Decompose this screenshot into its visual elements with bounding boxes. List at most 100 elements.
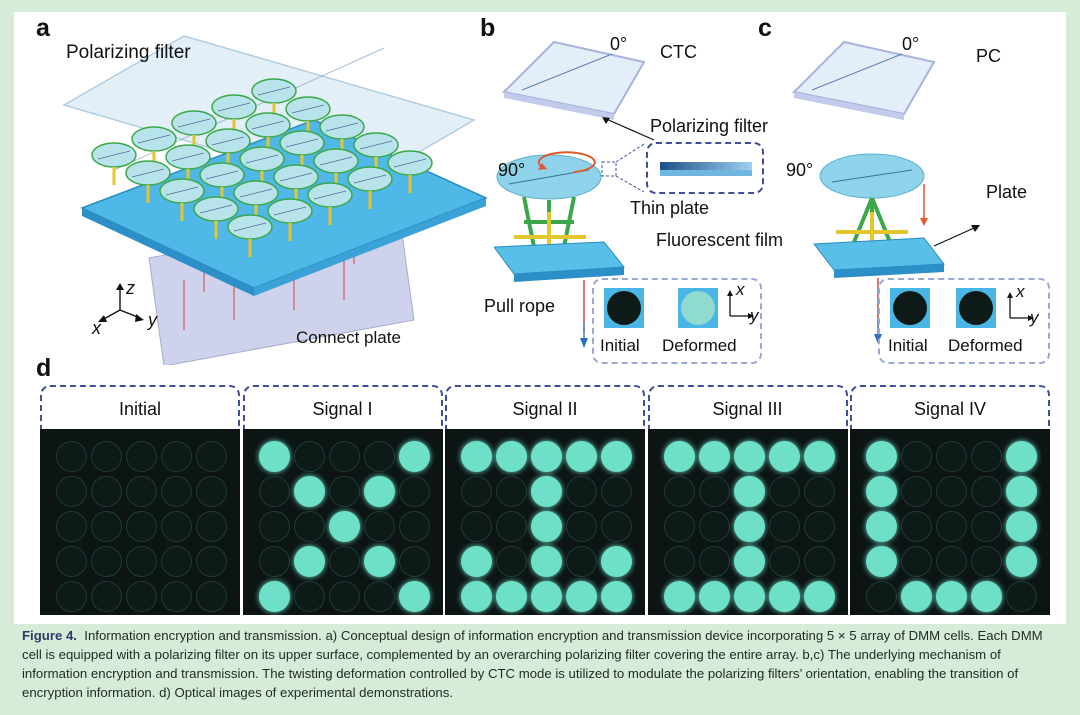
axis-x-b: x	[736, 280, 745, 300]
dark-cell	[699, 546, 730, 577]
glowing-cell	[664, 441, 695, 472]
glowing-cell	[734, 476, 765, 507]
dark-cell	[769, 546, 800, 577]
dark-cell	[936, 441, 967, 472]
dark-cell	[399, 546, 430, 577]
deformed-tile-b	[678, 288, 718, 328]
glowing-cell	[329, 511, 360, 542]
dark-cell	[866, 581, 897, 612]
glowing-cell	[936, 581, 967, 612]
dark-cell	[699, 476, 730, 507]
glowing-cell	[399, 581, 430, 612]
dark-cell	[56, 441, 87, 472]
layer-zoom-inset	[646, 142, 764, 194]
glowing-cell	[734, 581, 765, 612]
thin-plate-layer	[660, 162, 752, 170]
axis-y-b: y	[750, 306, 759, 326]
glowing-cell	[294, 546, 325, 577]
dark-cell	[126, 581, 157, 612]
glowing-cell	[971, 581, 1002, 612]
state-box-b: Initial Deformed x y	[592, 278, 762, 364]
caption-label: Figure 4.	[22, 628, 77, 643]
dark-cell	[566, 476, 597, 507]
glowing-cell	[734, 546, 765, 577]
dark-cell	[161, 581, 192, 612]
signal-photo	[445, 429, 645, 615]
dark-cell	[971, 476, 1002, 507]
dark-cell	[259, 511, 290, 542]
signal-photo	[40, 429, 240, 615]
glowing-cell	[1006, 476, 1037, 507]
caption-text: Information encryption and transmission.…	[22, 628, 1043, 700]
glowing-cell	[461, 546, 492, 577]
signal-label: Signal III	[650, 399, 846, 420]
glowing-cell	[699, 441, 730, 472]
dark-cell	[126, 511, 157, 542]
dark-cell	[769, 476, 800, 507]
dark-cell	[126, 441, 157, 472]
glowing-cell	[601, 546, 632, 577]
deformed-label-b: Deformed	[662, 336, 737, 356]
dark-cell	[601, 476, 632, 507]
glowing-cell	[1006, 441, 1037, 472]
dark-cell	[769, 511, 800, 542]
panel-d-label: d	[36, 354, 51, 383]
dark-cell	[161, 511, 192, 542]
dark-cell	[566, 546, 597, 577]
signal-label: Signal I	[245, 399, 441, 420]
dark-cell	[91, 476, 122, 507]
glowing-cell	[804, 441, 835, 472]
glowing-cell	[734, 511, 765, 542]
signal-frame: Initial	[40, 385, 240, 615]
dark-cell	[936, 511, 967, 542]
glowing-cell	[531, 441, 562, 472]
dark-cell	[901, 511, 932, 542]
axis-x-c: x	[1016, 282, 1025, 302]
dark-cell	[566, 511, 597, 542]
dark-cell	[971, 511, 1002, 542]
glowing-cell	[461, 581, 492, 612]
dark-cell	[901, 546, 932, 577]
dark-cell	[196, 441, 227, 472]
glowing-cell	[364, 546, 395, 577]
signal-label: Signal II	[447, 399, 643, 420]
angle-90-c: 90°	[786, 160, 813, 181]
signal-frame: Signal IV	[850, 385, 1050, 615]
dark-cell	[329, 546, 360, 577]
signal-label: Signal IV	[852, 399, 1048, 420]
signal-frame: Signal I	[243, 385, 443, 615]
initial-label-c: Initial	[888, 336, 928, 356]
dark-cell	[126, 476, 157, 507]
dark-cell	[364, 441, 395, 472]
dark-cell	[329, 476, 360, 507]
signal-frame: Signal II	[445, 385, 645, 615]
dark-cell	[294, 581, 325, 612]
dark-cell	[56, 581, 87, 612]
figure-caption: Figure 4. Information encryption and tra…	[22, 626, 1058, 702]
dark-cell	[126, 546, 157, 577]
dark-cell	[601, 511, 632, 542]
angle-0-c: 0°	[902, 34, 919, 55]
fluorescent-film-label: Fluorescent film	[656, 230, 783, 251]
glowing-cell	[461, 441, 492, 472]
dark-cell	[259, 546, 290, 577]
glowing-cell	[496, 441, 527, 472]
glowing-cell	[531, 476, 562, 507]
dark-cell	[901, 476, 932, 507]
panel-a-label: a	[36, 14, 50, 43]
glowing-cell	[734, 441, 765, 472]
glowing-cell	[399, 441, 430, 472]
dark-cell	[196, 511, 227, 542]
mode-ctc: CTC	[660, 42, 697, 63]
glowing-cell	[531, 511, 562, 542]
dark-cell	[364, 581, 395, 612]
deformed-label-c: Deformed	[948, 336, 1023, 356]
fluorescent-film-layer	[660, 170, 752, 176]
dark-cell	[364, 511, 395, 542]
angle-90-b: 90°	[498, 160, 525, 181]
axis-y-c: y	[1030, 308, 1039, 328]
dark-cell	[259, 476, 290, 507]
dark-cell	[196, 581, 227, 612]
panel-c-label: c	[758, 14, 772, 43]
signal-photo	[243, 429, 443, 615]
